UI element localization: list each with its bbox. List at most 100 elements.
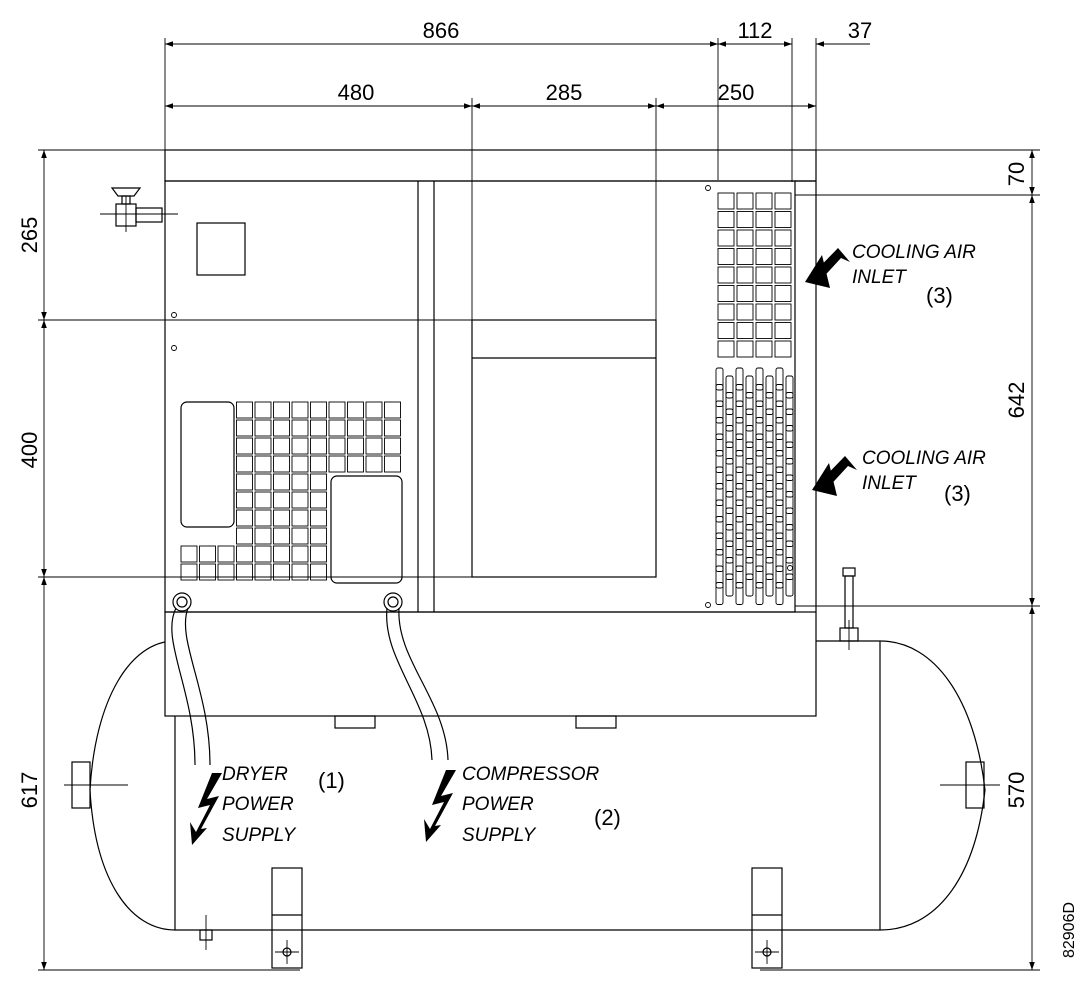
grille-slot xyxy=(736,285,754,302)
grille-slot xyxy=(725,458,734,481)
grille-slot xyxy=(715,499,724,523)
grille-slot xyxy=(775,384,784,407)
grille-slot xyxy=(254,473,272,491)
grille-slot xyxy=(735,400,744,424)
grille-slot xyxy=(755,400,764,424)
dimension-lines xyxy=(38,38,1040,971)
grille-slot xyxy=(736,322,754,339)
grille-slot xyxy=(291,509,309,527)
drawing-reference-number: 82906D xyxy=(1061,902,1078,958)
grille-slot xyxy=(765,474,774,498)
grille-slot xyxy=(236,491,253,509)
grille-slot xyxy=(365,437,383,455)
grille-slot xyxy=(765,392,774,415)
grille-slot xyxy=(236,437,253,455)
grille-slot xyxy=(755,266,773,284)
svg-text:SUPPLY: SUPPLY xyxy=(462,825,537,846)
grille-slot xyxy=(755,211,773,228)
grille-slot xyxy=(236,401,253,419)
grille-slot xyxy=(755,285,773,302)
grille-slot xyxy=(745,491,754,514)
grille-slot xyxy=(735,565,744,589)
grille-slot xyxy=(347,455,364,473)
grille-slot xyxy=(717,192,735,210)
grille-slot xyxy=(715,565,724,589)
grille-slot xyxy=(735,417,744,440)
grille-slot xyxy=(774,322,792,339)
grille-slot xyxy=(384,419,401,437)
grille-slot xyxy=(273,455,290,473)
grille-slot xyxy=(745,425,754,448)
ball-valve-icon xyxy=(100,187,178,232)
grille-slot xyxy=(735,549,744,572)
svg-text:COOLING AIR: COOLING AIR xyxy=(862,448,986,469)
grille-slot xyxy=(745,441,754,465)
svg-text:INLET: INLET xyxy=(852,267,907,288)
dim-top-overall: 866 xyxy=(423,18,460,43)
lightning-bolt-icon xyxy=(424,770,456,842)
left-ventilation-grille xyxy=(180,401,401,581)
grille-slot xyxy=(755,516,764,539)
grille-slot xyxy=(775,532,784,556)
grille-slot xyxy=(755,229,773,247)
grille-slot xyxy=(725,474,734,498)
svg-text:(3): (3) xyxy=(944,481,971,506)
grille-slot xyxy=(254,419,272,437)
grille-slot xyxy=(785,540,794,564)
grille-slot xyxy=(775,565,784,589)
dim-sub-left: 480 xyxy=(338,80,375,105)
grille-slot xyxy=(775,582,784,605)
grille-slot xyxy=(291,437,309,455)
grille-slot xyxy=(273,437,290,455)
grille-slot xyxy=(736,248,754,265)
arrow-icon xyxy=(805,248,850,288)
grille-slot xyxy=(715,532,724,556)
grille-slot xyxy=(717,303,735,321)
grille-slot xyxy=(736,211,754,228)
grille-slot xyxy=(745,474,754,498)
dim-left-lower: 617 xyxy=(17,772,42,809)
grille-slot xyxy=(765,425,774,448)
grille-slot xyxy=(765,408,774,432)
grille-slot xyxy=(725,425,734,448)
grille-slot xyxy=(745,408,754,432)
grille-slot xyxy=(755,483,764,506)
grille-slot xyxy=(736,340,754,358)
grille-slot xyxy=(291,419,309,437)
grille-slot xyxy=(774,303,792,321)
svg-text:DRYER: DRYER xyxy=(222,764,288,785)
grille-slot xyxy=(715,549,724,572)
svg-text:(2): (2) xyxy=(594,805,621,830)
grille-slot xyxy=(717,211,735,228)
grille-slot xyxy=(310,473,327,491)
base-frame xyxy=(164,611,817,729)
grille-slot xyxy=(755,582,764,605)
grille-slot xyxy=(745,375,754,399)
grille-slot xyxy=(785,425,794,448)
grille-slot xyxy=(725,408,734,432)
grille-slot xyxy=(236,473,253,491)
grille-slot xyxy=(273,473,290,491)
grille-slot xyxy=(254,491,272,509)
grille-slot xyxy=(199,545,216,563)
grille-slot xyxy=(755,303,773,321)
grille-slot xyxy=(310,401,327,419)
grille-slot xyxy=(735,582,744,605)
grille-slot xyxy=(755,322,773,339)
grille-slot xyxy=(735,466,744,490)
grille-slot xyxy=(310,509,327,527)
grille-slot xyxy=(717,266,735,284)
grille-slot xyxy=(765,458,774,481)
dim-sub-right: 250 xyxy=(718,80,755,105)
grille-slot xyxy=(715,450,724,473)
grille-slot xyxy=(774,266,792,284)
grille-slot xyxy=(236,527,253,545)
grille-slot xyxy=(273,563,290,581)
grille-slot xyxy=(384,401,401,419)
grille-slot xyxy=(755,340,773,358)
dim-right-top: 70 xyxy=(1004,162,1029,186)
grille-slot xyxy=(715,367,724,391)
compressor-power-supply-label: COMPRESSOR POWER SUPPLY (2) xyxy=(462,764,621,846)
grille-slot xyxy=(273,509,290,527)
grille-slot xyxy=(765,441,774,465)
